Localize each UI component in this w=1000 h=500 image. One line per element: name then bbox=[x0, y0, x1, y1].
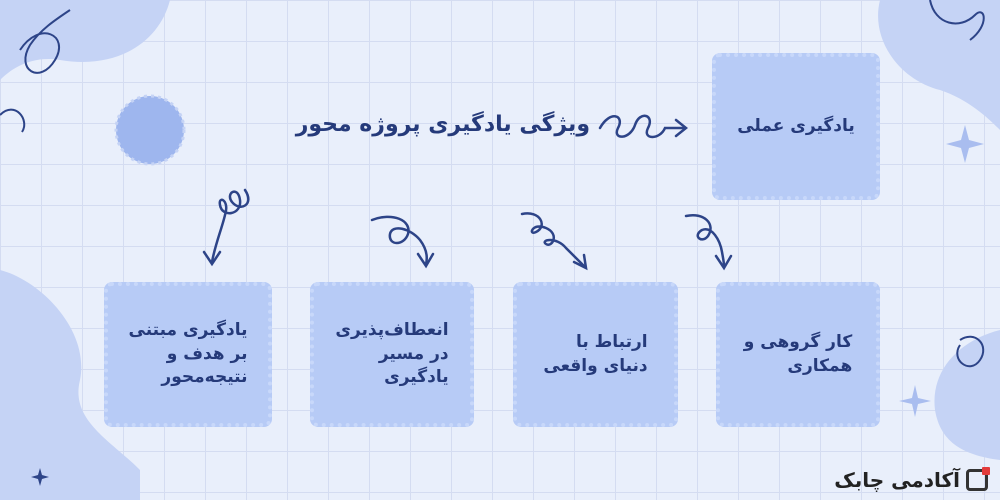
corner-blob-bottom-left bbox=[0, 270, 140, 500]
node-4: یادگیری مبتنی بر هدف و نتیجه‌محور bbox=[104, 282, 272, 427]
node-3: انعطاف‌پذیری در مسیر یادگیری bbox=[310, 282, 474, 427]
arrow-title-to-top bbox=[598, 114, 689, 139]
brand-name: آکادمی چابک bbox=[834, 468, 960, 492]
sparkle-icon bbox=[946, 125, 984, 163]
diagram-title: ویژگی یادگیری پروژه محور bbox=[295, 112, 590, 137]
sparkle-icon bbox=[31, 468, 49, 486]
corner-blob-top-left bbox=[0, 0, 170, 80]
arrow-down-1 bbox=[202, 188, 250, 267]
arrow-down-2 bbox=[370, 215, 435, 269]
node-1: کار گروهی و همکاری bbox=[716, 282, 880, 427]
squiggle-bottom-right bbox=[956, 335, 985, 368]
squiggle-top-right bbox=[929, 0, 985, 41]
arrow-down-3 bbox=[520, 212, 588, 271]
brand-mark-icon bbox=[966, 467, 990, 491]
sparkle-icon bbox=[899, 385, 931, 417]
corner-blob-top-right bbox=[878, 0, 1000, 130]
arrow-down-4 bbox=[684, 213, 733, 271]
squiggle-top-left bbox=[19, 9, 71, 74]
brand-logo: آکادمی چابک bbox=[834, 467, 990, 492]
squiggle-left bbox=[0, 108, 26, 133]
corner-blob-bottom-right bbox=[934, 330, 1000, 460]
node-2: ارتباط با دنیای واقعی bbox=[513, 282, 678, 427]
scalloped-circle-badge bbox=[114, 94, 186, 166]
node-top: یادگیری عملی bbox=[712, 53, 880, 200]
